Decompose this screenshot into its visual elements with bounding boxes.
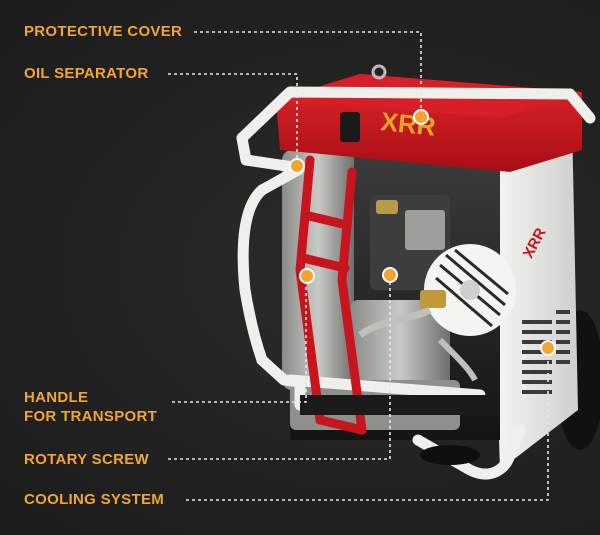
front-foot bbox=[420, 445, 480, 465]
protective-cover-label: PROTECTIVE COVER bbox=[24, 23, 183, 40]
handle-for-transport-label: HANDLE FOR TRANSPORT bbox=[24, 388, 157, 426]
protective-cover-dot bbox=[413, 109, 429, 125]
brass-fitting bbox=[420, 290, 446, 308]
handle-dot bbox=[299, 268, 315, 284]
callout-markers bbox=[289, 109, 556, 356]
handle-label-line2: FOR TRANSPORT bbox=[24, 408, 158, 425]
fan-hub bbox=[460, 280, 480, 300]
cooling-system-dot bbox=[540, 340, 556, 356]
brass-fitting-2 bbox=[376, 200, 398, 214]
cover-branding: XRR bbox=[379, 106, 437, 142]
valve-block bbox=[405, 210, 445, 250]
rotary-screw-label: ROTARY SCREW bbox=[24, 451, 149, 468]
base-skid bbox=[300, 395, 500, 415]
oil-separator-dot bbox=[289, 158, 305, 174]
oil-separator-label: OIL SEPARATOR bbox=[24, 65, 149, 82]
cover-latch bbox=[340, 112, 360, 142]
cooling-system-label: COOLING SYSTEM bbox=[24, 491, 165, 508]
rotary-screw-dot bbox=[382, 267, 398, 283]
handle-label-line1: HANDLE bbox=[24, 389, 89, 406]
